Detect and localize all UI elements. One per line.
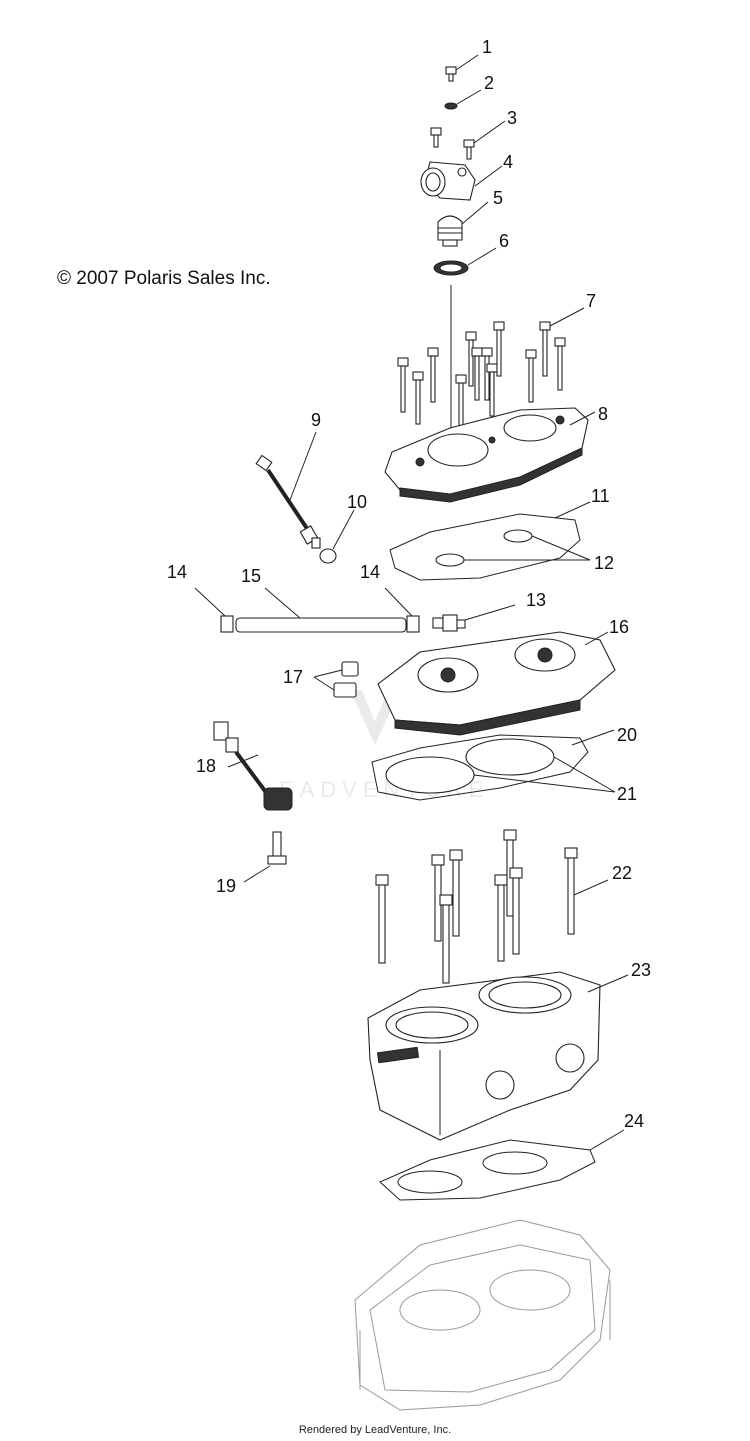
part-23-cylinder-block[interactable] [367,971,601,1141]
callout-15: 15 [241,566,261,586]
callout-12: 12 [594,553,614,573]
callout-21: 21 [617,784,637,804]
ghost-crankcase [354,1219,611,1411]
part-9-sensor[interactable] [255,454,321,549]
callout-24: 24 [624,1111,644,1131]
callout-2: 2 [484,73,494,93]
callout-1: 1 [482,37,492,57]
callout-14a: 14 [167,562,187,582]
part-18-temp-sensor[interactable] [213,721,293,811]
part-13-fitting[interactable] [432,614,466,632]
callout-16: 16 [609,617,629,637]
callout-6: 6 [499,231,509,251]
part-16-cylinder-head[interactable] [377,631,616,736]
callout-labels: 1 2 3 4 5 6 7 8 9 10 11 12 13 14 15 14 1… [167,37,651,1131]
part-15-hose[interactable] [235,617,407,633]
callout-7: 7 [586,291,596,311]
part-17-plugs[interactable] [333,661,359,698]
callout-22: 22 [612,863,632,883]
callout-5: 5 [493,188,503,208]
part-22-cylinder-bolts[interactable] [375,829,578,984]
callout-18: 18 [196,756,216,776]
callout-11: 11 [591,486,610,506]
part-19-bolt[interactable] [267,831,287,865]
part-6-seal-ring[interactable] [433,260,469,276]
part-7-head-bolts[interactable] [397,321,566,428]
callout-9: 9 [311,410,321,430]
callout-10: 10 [347,492,367,512]
callout-4: 4 [503,152,513,172]
callout-17: 17 [283,667,303,687]
part-24-base-gasket[interactable] [379,1139,596,1201]
callout-23: 23 [631,960,651,980]
part-11-cover-gasket[interactable] [389,513,581,581]
part-2-o-ring[interactable] [444,102,458,110]
part-8-head-cover[interactable] [384,407,589,503]
part-12-o-rings[interactable] [435,529,533,567]
callout-13: 13 [526,590,546,610]
callout-14b: 14 [360,562,380,582]
footer-credit: Rendered by LeadVenture, Inc. [298,1424,452,1436]
part-4-thermostat-housing[interactable] [420,161,476,201]
part-21-gasket-rings[interactable] [385,738,555,794]
copyright-notice: © 2007 Polaris Sales Inc. [57,268,271,289]
callout-8: 8 [598,404,608,424]
part-20-head-gasket[interactable] [371,734,589,801]
part-14-hose-clamps[interactable] [220,615,420,633]
callout-20: 20 [617,725,637,745]
callout-19: 19 [216,876,236,896]
part-5-thermostat[interactable] [437,215,463,247]
part-1-bolt[interactable] [445,66,457,82]
part-3-bolts[interactable] [430,127,475,160]
part-10-o-ring[interactable] [319,548,337,564]
callout-3: 3 [507,108,517,128]
